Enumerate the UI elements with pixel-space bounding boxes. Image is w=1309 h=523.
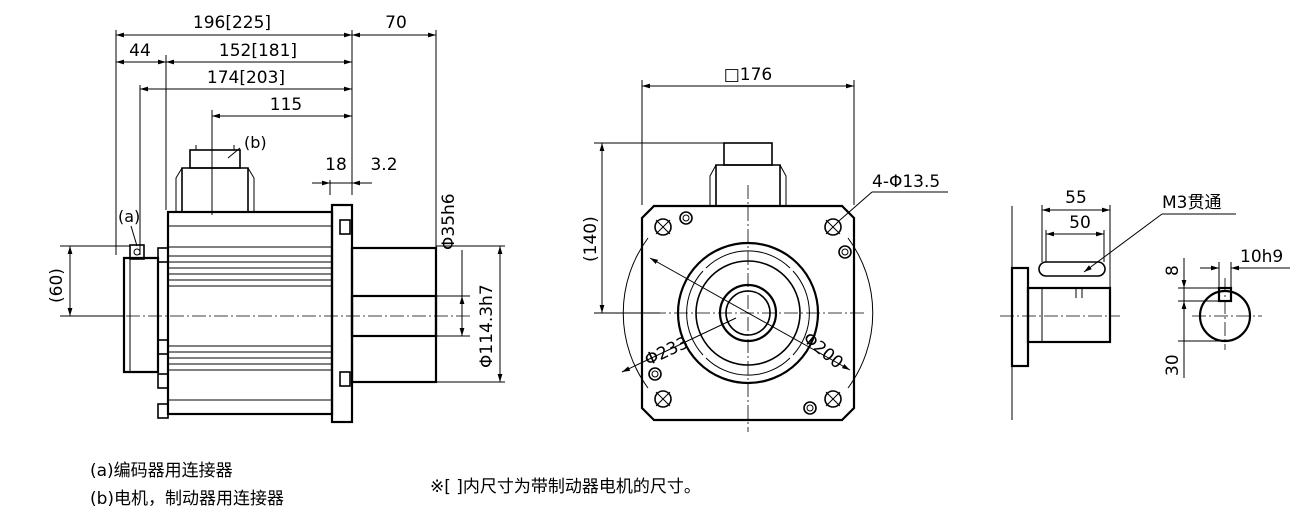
mounting-hole-bl xyxy=(654,390,672,408)
motor-flange xyxy=(330,203,354,424)
shaft-detail-flange xyxy=(1010,266,1030,368)
dim-30-label: 30 xyxy=(1163,354,1183,376)
keyway xyxy=(1038,261,1106,277)
motor-body xyxy=(166,210,334,416)
shaft-detail-body xyxy=(1026,286,1112,344)
legend-item-a: (a)编码器用连接器 xyxy=(90,461,233,481)
label-m3: M3贯通 xyxy=(1162,193,1221,213)
dim-176-label: □176 xyxy=(724,65,773,85)
power-connector xyxy=(189,149,241,169)
legend-note: ※[ ]内尺寸为带制动器电机的尺寸。 xyxy=(430,477,701,497)
dim-18-label: 18 xyxy=(325,155,347,175)
label-b: (b) xyxy=(244,133,267,152)
dim-8-label: 8 xyxy=(1163,265,1183,276)
dim-174-label: 174[203] xyxy=(207,68,285,88)
encoder-connector xyxy=(122,256,160,374)
dim-10h9-label: 10h9 xyxy=(1240,247,1283,267)
front-view: □176 (140) xyxy=(581,65,948,432)
mounting-hole-tl xyxy=(654,218,672,236)
dim-50-label: 50 xyxy=(1069,213,1091,233)
dim-60-label: (60) xyxy=(47,268,67,303)
mounting-hole-br xyxy=(824,390,842,408)
mounting-hole-tr xyxy=(824,218,842,236)
dim-140-label: (140) xyxy=(581,216,601,262)
dim-holes-label: 4-Φ13.5 xyxy=(872,172,940,192)
dim-152-label: 152[181] xyxy=(219,41,297,61)
dim-233-label: Φ233 xyxy=(642,333,692,371)
dim-spigot-dia-label: Φ114.3h7 xyxy=(477,284,497,368)
dim-line-200 xyxy=(649,257,851,371)
front-flange xyxy=(640,204,856,422)
shaft-detail: 55 50 M3贯通 8 30 10h9 xyxy=(1000,188,1290,420)
side-view: 196[225] 70 44 152[181] 174[203] 115 18 … xyxy=(47,13,505,424)
label-a: (a) xyxy=(118,207,140,226)
dim-196-label: 196[225] xyxy=(193,13,271,33)
dim-3-2-label: 3.2 xyxy=(370,155,397,175)
dim-shaft-dia-label: Φ35h6 xyxy=(439,193,459,250)
dim-70-label: 70 xyxy=(385,13,407,33)
dim-44-label: 44 xyxy=(129,41,151,61)
dim-55-label: 55 xyxy=(1065,188,1087,208)
front-connector xyxy=(723,142,773,166)
dim-115-label: 115 xyxy=(270,95,302,115)
legend-item-b: (b)电机，制动器用连接器 xyxy=(90,489,285,509)
motor-shaft xyxy=(350,246,438,384)
